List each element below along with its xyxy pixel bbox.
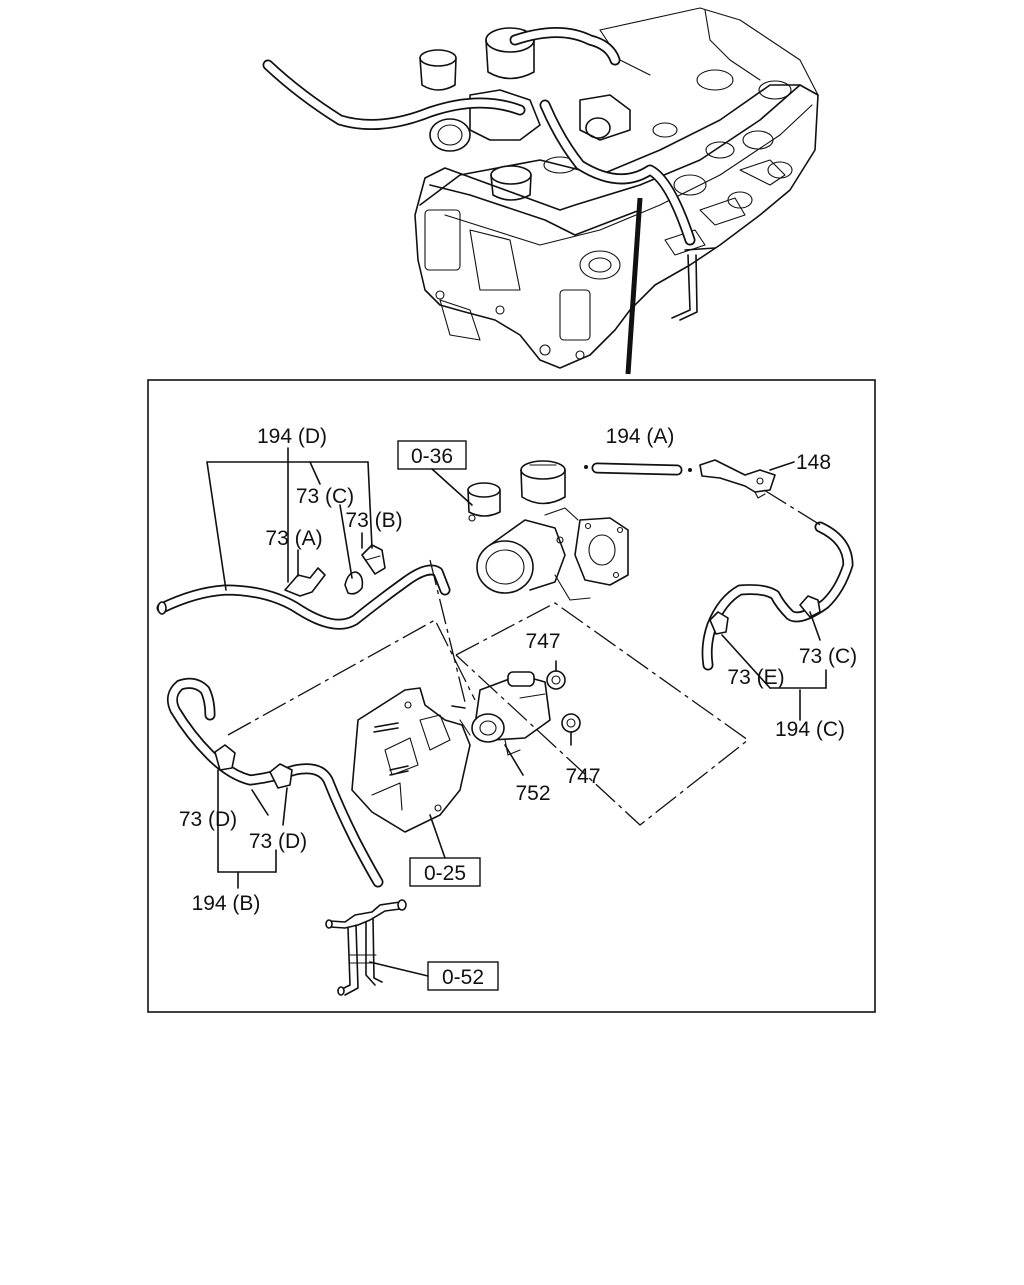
clip-73-d-left — [214, 744, 236, 771]
label-194-c: 194 (C) — [775, 718, 845, 741]
water-pipe — [325, 899, 407, 996]
label-73-d-right: 73 (D) — [249, 830, 307, 853]
hose-194-b — [166, 677, 384, 888]
turbocharger — [467, 460, 629, 601]
clip-73-c-right — [799, 595, 821, 618]
nut-747-upper — [546, 670, 566, 690]
label-73-a: 73 (A) — [265, 527, 322, 550]
nut-747-lower — [561, 713, 581, 733]
bracket-plate — [351, 687, 471, 833]
label-747-upper: 747 — [525, 630, 560, 653]
ref-0-52-text: 0-52 — [442, 966, 484, 989]
label-194-a: 194 (A) — [606, 425, 675, 448]
label-194-d: 194 (D) — [257, 425, 327, 448]
engine-assembly-illustration — [262, 7, 819, 375]
label-73-d-left: 73 (D) — [179, 808, 237, 831]
label-747-lower: 747 — [565, 765, 600, 788]
clip-73-c-left — [344, 571, 364, 595]
label-73-e: 73 (E) — [727, 666, 784, 689]
hose-194-a — [584, 462, 692, 476]
label-73-c-right: 73 (C) — [799, 645, 857, 668]
hose-194-d — [156, 564, 451, 630]
clip-73-b — [361, 544, 386, 575]
label-73-c-left: 73 (C) — [296, 485, 354, 508]
ref-0-36-text: 0-36 — [411, 445, 453, 468]
ref-0-25: 0-25 — [409, 814, 481, 887]
vacuum-solenoid-valve-752 — [459, 671, 551, 756]
label-73-b: 73 (B) — [345, 509, 402, 532]
ref-0-52: 0-52 — [369, 961, 499, 991]
detail-view-frame — [147, 379, 876, 1013]
label-148: 148 — [796, 451, 831, 474]
label-752: 752 — [515, 782, 550, 805]
label-194-b: 194 (B) — [192, 892, 261, 915]
clip-73-e — [709, 611, 729, 635]
ref-0-25-text: 0-25 — [424, 862, 466, 885]
ref-0-36: 0-36 — [397, 440, 473, 506]
clip-73-d-right — [269, 763, 293, 789]
bracket-148 — [699, 459, 776, 499]
clip-73-a — [284, 567, 326, 597]
